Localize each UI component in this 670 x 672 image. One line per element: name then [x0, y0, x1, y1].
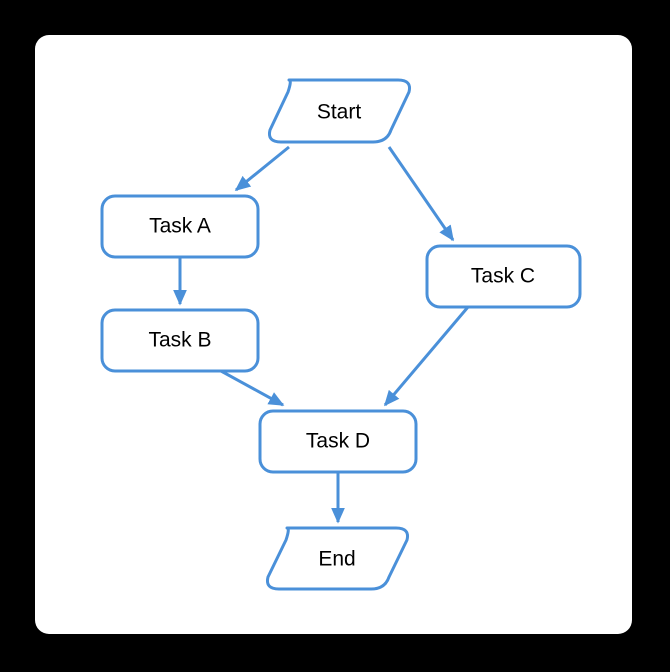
- node-task-a-shape: [100, 194, 260, 259]
- node-layer: Start Task A Task B Task C Task D End: [100, 78, 582, 591]
- node-task-b-shape: [100, 308, 260, 373]
- node-task-c[interactable]: Task C: [425, 244, 582, 309]
- edge-layer: [173, 145, 470, 524]
- node-start[interactable]: Start: [268, 78, 411, 144]
- node-task-a[interactable]: Task A: [100, 194, 260, 259]
- node-task-b[interactable]: Task B: [100, 308, 260, 373]
- node-task-d[interactable]: Task D: [258, 409, 418, 474]
- node-end-label: End: [318, 548, 355, 571]
- node-task-d-shape: [258, 409, 418, 474]
- node-end-shape: [266, 526, 409, 591]
- edge-start-task-c[interactable]: [387, 146, 455, 242]
- node-end[interactable]: End: [266, 526, 409, 591]
- node-task-b-label: Task B: [148, 329, 211, 352]
- node-task-d-label: Task D: [306, 430, 370, 453]
- node-task-a-label: Task A: [149, 215, 211, 238]
- edge-task-c-task-d[interactable]: [383, 306, 470, 407]
- node-task-c-shape: [425, 244, 582, 309]
- node-task-c-label: Task C: [471, 265, 535, 288]
- edge-task-b-task-d[interactable]: [220, 369, 285, 407]
- node-start-label: Start: [317, 101, 362, 124]
- edge-start-task-a[interactable]: [234, 145, 290, 192]
- node-start-shape: [268, 78, 411, 144]
